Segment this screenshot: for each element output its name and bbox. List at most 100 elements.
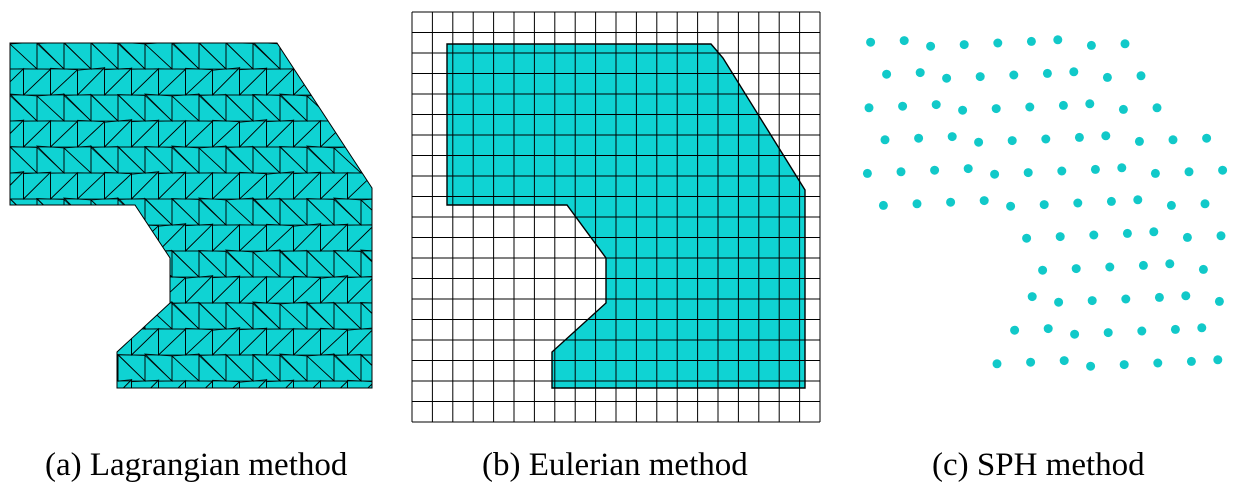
- sph-particle: [1182, 232, 1192, 242]
- mesh-element: [36, 249, 65, 278]
- mesh-element: [76, 326, 105, 356]
- caption-eulerian: (b) Eulerian method: [482, 447, 748, 483]
- mesh-element: [23, 328, 52, 356]
- mesh-element: [360, 353, 372, 382]
- mesh-element: [347, 119, 372, 148]
- sph-particle: [1138, 260, 1148, 270]
- mesh-element: [388, 95, 415, 122]
- mesh-element: [360, 94, 372, 122]
- mesh-element: [388, 95, 415, 121]
- mesh-element: [375, 120, 402, 147]
- mesh-element: [388, 304, 415, 330]
- mesh-element: [104, 379, 133, 388]
- sph-particle: [1053, 35, 1063, 45]
- mesh-element: [333, 94, 362, 122]
- sph-particle: [1069, 67, 1079, 77]
- sph-particle: [1136, 71, 1146, 81]
- mesh-element: [130, 224, 159, 252]
- mesh-element: [10, 353, 38, 382]
- sph-particle: [898, 101, 908, 111]
- sph-particle: [1106, 196, 1116, 206]
- sph-particle: [930, 165, 940, 175]
- mesh-element: [90, 302, 119, 330]
- mesh-element: [76, 275, 105, 304]
- mesh-element: [320, 67, 349, 96]
- mesh-element: [10, 250, 38, 278]
- sph-particle: [1071, 264, 1081, 274]
- mesh-element: [375, 225, 402, 251]
- mesh-element: [22, 276, 51, 304]
- mesh-element: [77, 224, 106, 252]
- mesh-element: [185, 380, 214, 388]
- sph-particle: [878, 200, 888, 210]
- sph-particle: [1181, 291, 1191, 301]
- sph-particle: [1022, 233, 1032, 243]
- mesh-element: [375, 380, 402, 407]
- mesh-element: [266, 379, 295, 388]
- mesh-element: [333, 43, 362, 70]
- mesh-element: [375, 120, 402, 147]
- mesh-element: [50, 275, 79, 304]
- sph-particle: [1184, 167, 1194, 177]
- mesh-element: [388, 252, 415, 277]
- sph-particle: [931, 100, 941, 110]
- sph-particle: [1010, 325, 1020, 335]
- sph-particle: [1137, 326, 1147, 336]
- mesh-element: [103, 224, 132, 252]
- sph-particle: [1119, 360, 1129, 370]
- mesh-element: [10, 379, 24, 388]
- mesh-element: [415, 304, 442, 329]
- mesh-element: [76, 223, 105, 252]
- sph-particle: [1117, 163, 1127, 173]
- sph-particle: [1122, 228, 1132, 238]
- sph-particles-panel: [862, 35, 1228, 371]
- sph-particle: [1087, 296, 1097, 306]
- mesh-element: [90, 353, 119, 382]
- sph-particle: [1166, 200, 1176, 210]
- mesh-element: [10, 276, 24, 304]
- mesh-element: [375, 225, 402, 251]
- sph-particle: [1090, 164, 1100, 174]
- sph-particle: [1168, 135, 1178, 145]
- mesh-element: [36, 355, 66, 382]
- mesh-element: [116, 301, 146, 330]
- lagrangian-body: [10, 43, 372, 388]
- sph-particle: [1152, 103, 1162, 113]
- mesh-element: [77, 379, 106, 388]
- mesh-element: [158, 380, 187, 388]
- sph-particle: [1197, 323, 1207, 333]
- mesh-element: [63, 353, 92, 382]
- sph-particle: [1120, 39, 1130, 49]
- mesh-element: [130, 276, 159, 304]
- sph-particle: [1202, 133, 1212, 143]
- eulerian-grid: [411, 11, 821, 423]
- mesh-element: [375, 328, 402, 355]
- mesh-element: [388, 199, 415, 226]
- caption-lagrangian: (a) Lagrangian method: [45, 447, 348, 483]
- mesh-element: [346, 66, 372, 96]
- mesh-element: [131, 276, 160, 304]
- sph-particle: [1070, 329, 1080, 339]
- mesh-element: [63, 354, 92, 382]
- sph-particle: [896, 167, 906, 177]
- mesh-element: [306, 43, 335, 70]
- mesh-element: [131, 379, 160, 388]
- mesh-element: [388, 42, 415, 69]
- mesh-element: [388, 250, 415, 277]
- mesh-element: [347, 379, 372, 388]
- mesh-element: [360, 302, 372, 330]
- mesh-element: [63, 301, 92, 330]
- sph-particle: [1121, 294, 1131, 304]
- sph-particle: [958, 105, 968, 115]
- sph-particle: [1023, 168, 1033, 178]
- sph-particle: [1027, 292, 1037, 302]
- mesh-element: [388, 355, 415, 381]
- mesh-element: [359, 43, 372, 70]
- sph-particle: [1086, 40, 1096, 50]
- sph-particle: [1089, 230, 1099, 240]
- mesh-element: [360, 250, 372, 278]
- mesh-element: [375, 380, 402, 407]
- mesh-element: [49, 380, 78, 388]
- sph-particle: [1041, 134, 1051, 144]
